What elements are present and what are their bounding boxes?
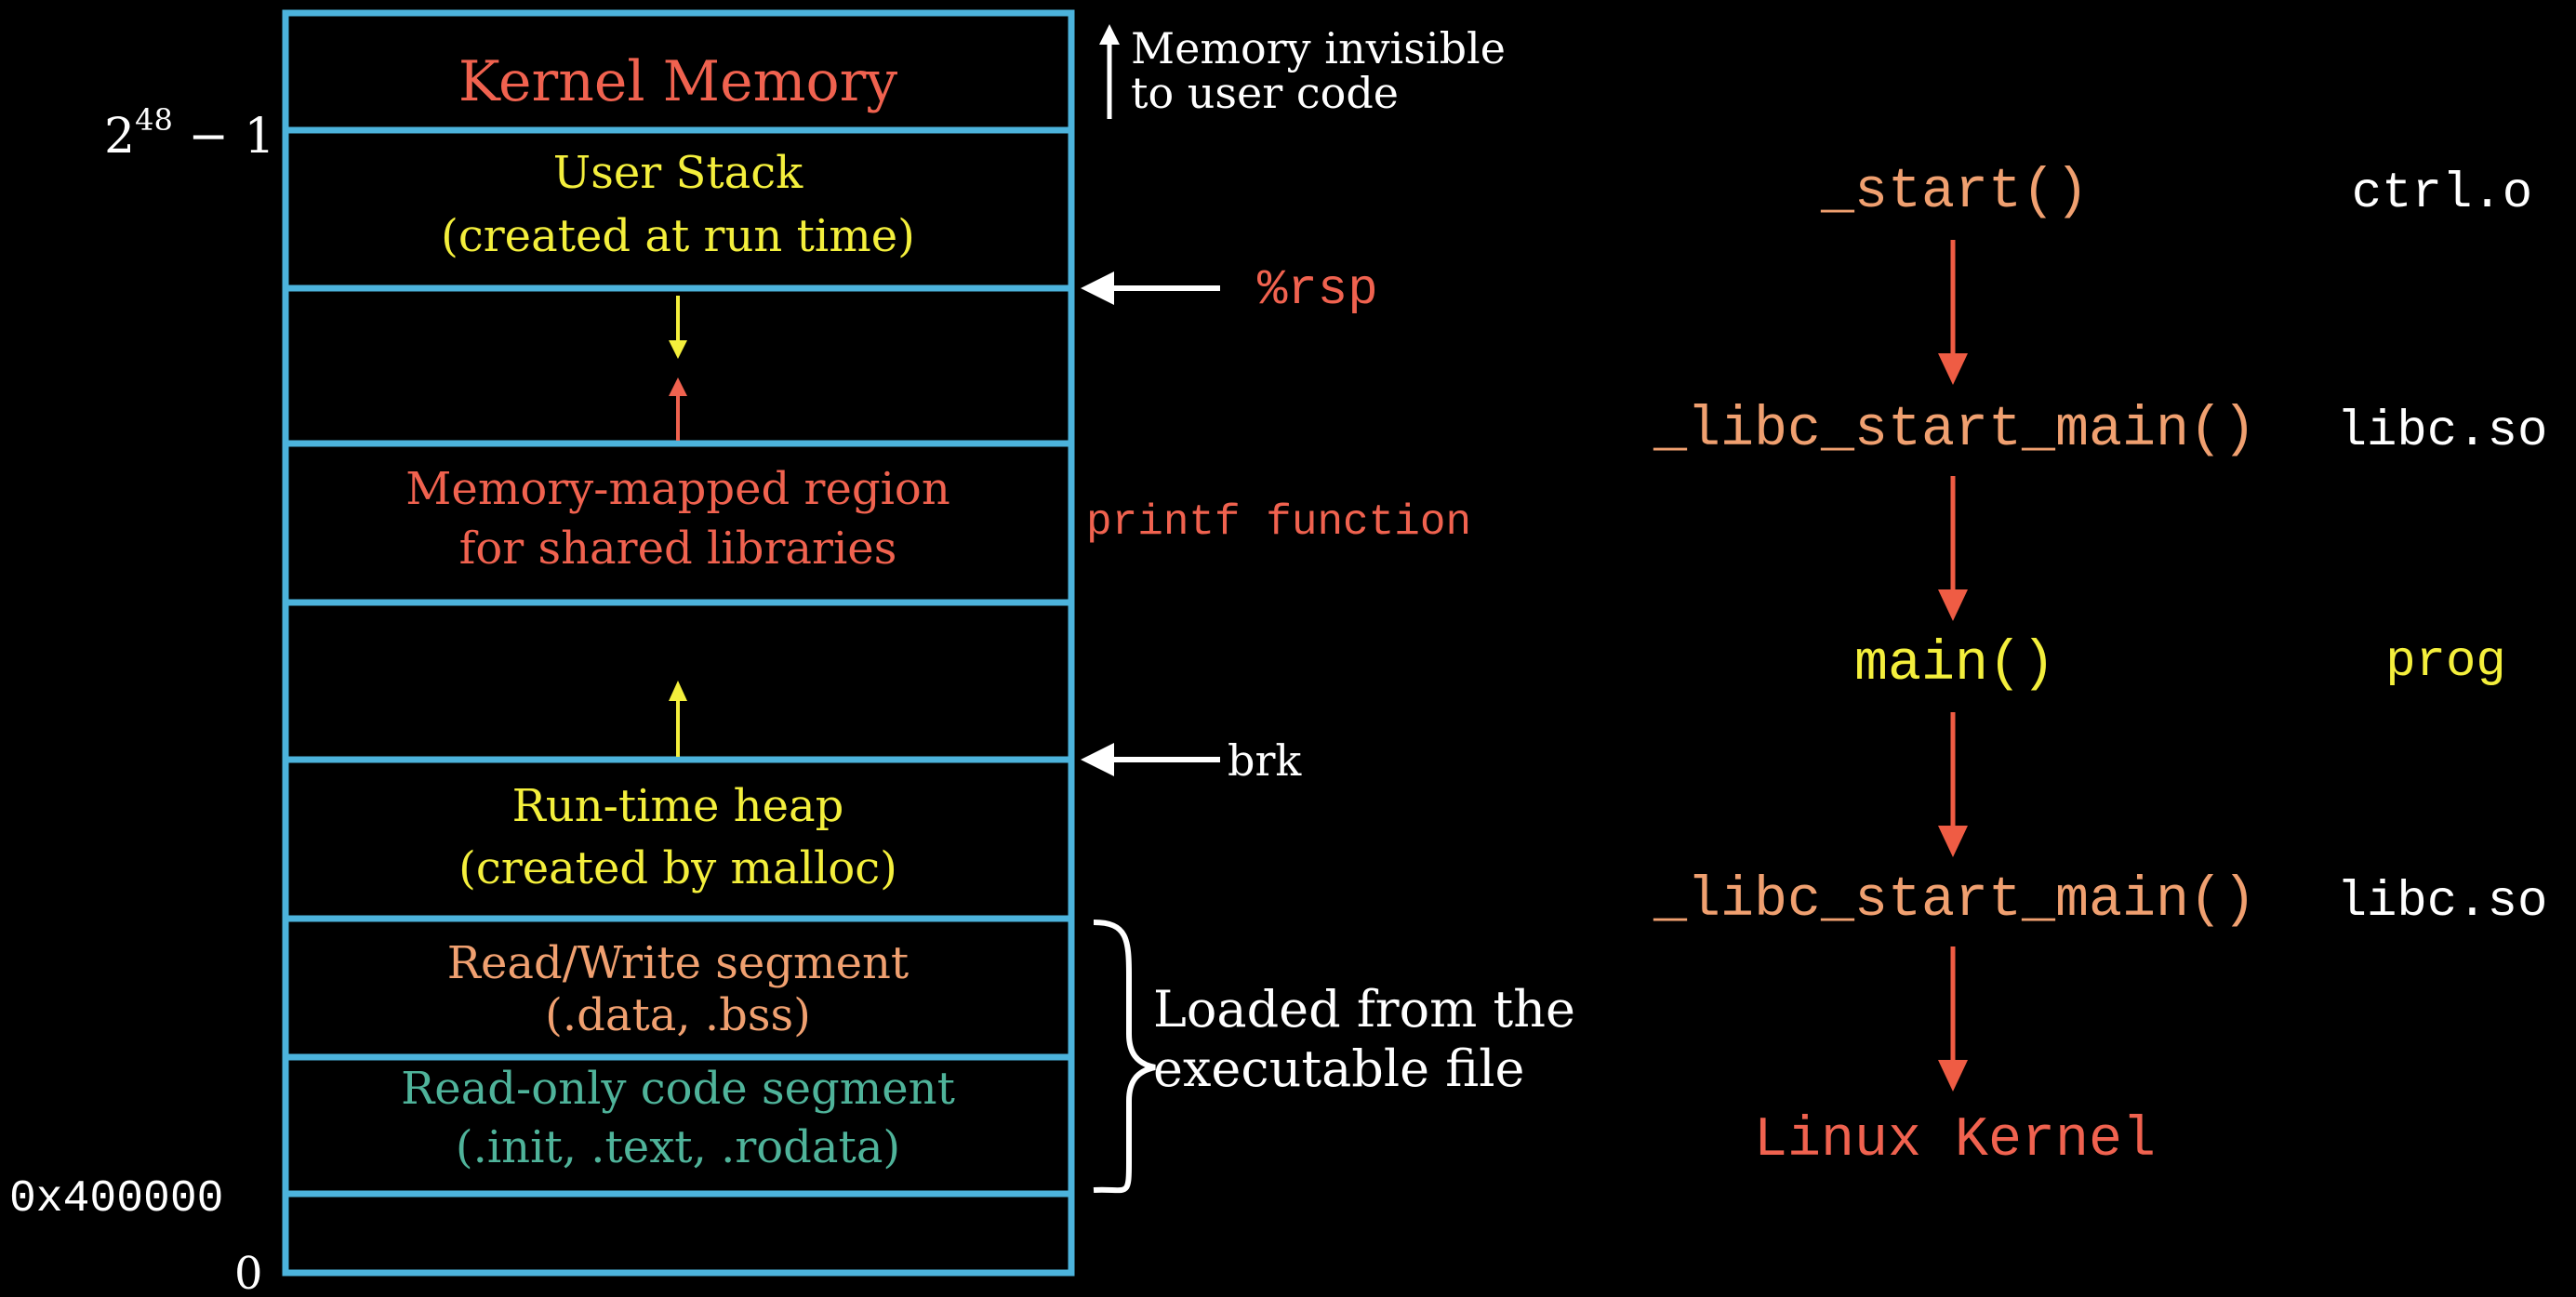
heap-sublabel: (created by malloc) xyxy=(458,842,897,894)
rw-segment-sublabel: (.data, .bss) xyxy=(545,989,811,1041)
call-step-start-module: ctrl.o xyxy=(2352,165,2532,222)
mmap-region-sublabel: for shared libraries xyxy=(459,523,897,575)
memory-invisible-label: Memory invisible xyxy=(1131,23,1506,73)
call-arrow-4 xyxy=(1938,946,1968,1092)
loaded-from-label: Loaded from the xyxy=(1153,980,1575,1039)
call-step-libc-module: libc.so xyxy=(2337,404,2548,460)
heap-grows-up-arrow xyxy=(669,681,687,757)
rsp-pointer-arrow xyxy=(1081,271,1220,305)
mmap-region-label: Memory-mapped region xyxy=(405,463,949,515)
user-stack-sublabel: (created at run time) xyxy=(441,210,915,262)
call-step-main-module: prog xyxy=(2385,634,2506,691)
rsp-label: %rsp xyxy=(1257,262,1378,319)
rw-segment-label: Read/Write segment xyxy=(447,937,909,989)
top-address-label: 248 − 1 xyxy=(104,102,275,165)
brk-pointer-arrow xyxy=(1081,743,1220,776)
mmap-grows-up-arrow xyxy=(669,377,687,441)
zero-address-label: 0 xyxy=(234,1248,263,1297)
memory-layout-frame xyxy=(282,9,1075,1277)
brk-label: brk xyxy=(1228,735,1302,786)
call-arrow-2 xyxy=(1938,476,1968,621)
memory-invisible-sublabel: to user code xyxy=(1131,68,1399,118)
loaded-from-executable-brace xyxy=(1093,920,1156,1194)
call-arrow-1 xyxy=(1938,240,1968,385)
kernel-memory-label: Kernel Memory xyxy=(458,49,897,114)
call-chain: _start() ctrl.o _libc_start_main() libc.… xyxy=(1653,161,2547,1172)
printf-function-label: printf function xyxy=(1086,498,1471,547)
call-step-libc-return-module: libc.so xyxy=(2337,874,2548,931)
call-arrow-3 xyxy=(1938,712,1968,857)
call-step-main-function: main() xyxy=(1854,633,2055,696)
heap-label: Run-time heap xyxy=(512,780,844,832)
invisible-up-arrow xyxy=(1099,24,1120,119)
segment-dividers xyxy=(285,126,1071,1198)
call-step-libc-function: _libc_start_main() xyxy=(1653,399,2256,462)
user-stack-label: User Stack xyxy=(553,147,803,199)
call-step-libc-return-function: _libc_start_main() xyxy=(1653,869,2256,933)
call-step-start-function: _start() xyxy=(1820,161,2089,224)
call-chain-end-kernel: Linux Kernel xyxy=(1754,1109,2156,1172)
ro-segment-label: Read-only code segment xyxy=(401,1063,955,1115)
ro-segment-sublabel: (.init, .text, .rodata) xyxy=(456,1121,900,1173)
code-start-address-label: 0x400000 xyxy=(9,1174,223,1224)
memory-layout: Kernel Memory User Stack (created at run… xyxy=(282,9,1075,1277)
stack-grows-down-arrow xyxy=(669,296,687,359)
address-labels: 248 − 1 0x400000 0 xyxy=(9,102,275,1297)
layout-annotations: Memory invisible to user code %rsp print… xyxy=(1081,23,1575,1194)
loaded-from-sublabel: executable file xyxy=(1153,1039,1525,1098)
